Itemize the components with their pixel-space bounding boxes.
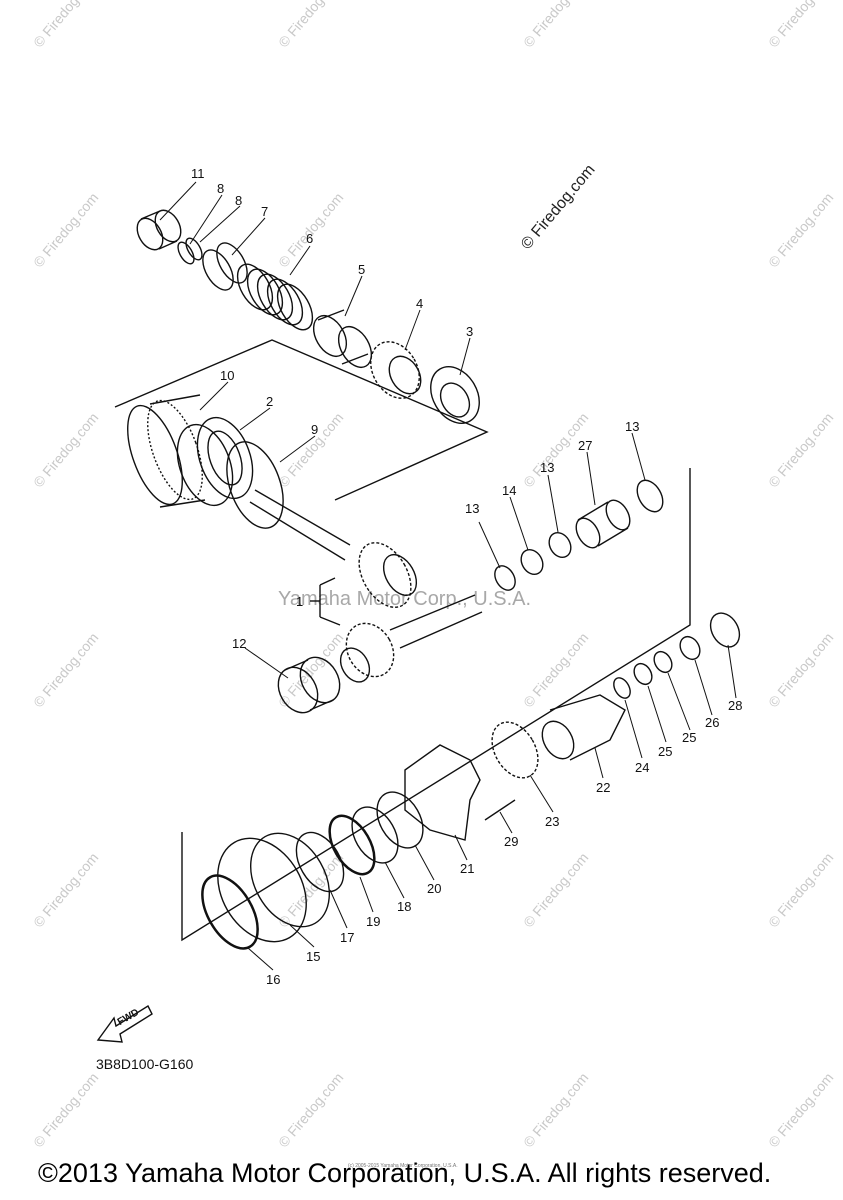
part-25-washer [633, 662, 653, 686]
part-14-spacer [520, 548, 544, 576]
part-8-circlip [177, 241, 195, 265]
part-label: 3 [466, 324, 474, 339]
part-29-bolt [484, 799, 516, 821]
part-10-clutch-drum [127, 394, 206, 508]
part-label: 16 [266, 972, 281, 987]
part-label: 8 [235, 193, 243, 208]
part-26-washer [679, 635, 701, 661]
diagram-code: 3B8D100-G160 [96, 1056, 194, 1072]
part-1-pinion-shaft [339, 594, 483, 683]
part-label: 25 [682, 730, 697, 745]
copyright-footer: ©2013 Yamaha Motor Corporation, U.S.A. A… [38, 1158, 772, 1188]
part-label: 19 [366, 914, 381, 929]
part-label: 26 [705, 715, 720, 730]
part-label: 12 [232, 636, 247, 651]
part-label: 13 [625, 419, 640, 434]
part-label: 28 [728, 698, 743, 713]
part-8-circlip [185, 237, 203, 261]
part-12-bearing [277, 656, 341, 714]
part-label: 24 [635, 760, 650, 775]
part-label: 9 [311, 422, 319, 437]
part-label: 25 [658, 744, 673, 759]
part-label: 11 [191, 166, 205, 181]
part-27-collar [575, 499, 631, 549]
part-20-bearing [376, 791, 424, 849]
part-label: 2 [266, 394, 274, 409]
part-label: 4 [416, 296, 424, 311]
part-label: 5 [358, 262, 366, 277]
part-11-needle-bearing [136, 209, 182, 251]
part-4-gear [370, 341, 422, 399]
part-label: 23 [545, 814, 560, 829]
part-13-shim [494, 565, 516, 591]
part-13-shim [548, 531, 572, 559]
part-3-nut [430, 366, 480, 424]
lower-group-outline [181, 468, 691, 942]
part-label: 17 [340, 930, 355, 945]
part-22-yoke [541, 694, 626, 761]
leader-lines [159, 181, 737, 971]
part-19-oring [328, 814, 376, 876]
part-28-nut [709, 612, 741, 648]
part-label: 13 [540, 460, 555, 475]
part-9-oring [226, 441, 284, 529]
part-label: 6 [306, 231, 314, 246]
part-label: 10 [220, 368, 235, 383]
part-label: 1 [296, 594, 304, 609]
part-label: 14 [502, 483, 517, 498]
part-1-drive-shaft [249, 489, 418, 608]
part-16-oring [201, 874, 259, 950]
part-7-collar [202, 242, 248, 291]
part-label: 22 [596, 780, 611, 795]
part-13-shim [636, 479, 664, 513]
part-label: 18 [397, 899, 412, 914]
upper-group-outline [114, 339, 489, 501]
part-label: 29 [504, 834, 519, 849]
part-label: 21 [460, 861, 475, 876]
part-15-housing [217, 832, 330, 943]
part-24-oring [613, 677, 631, 699]
part-label: 7 [261, 204, 269, 219]
part-21-plate [404, 744, 481, 841]
part-label: 15 [306, 949, 321, 964]
part-18-collar [351, 806, 399, 864]
part-6-spring [236, 263, 314, 331]
fwd-arrow-icon [96, 1004, 153, 1043]
part-label: 27 [578, 438, 593, 453]
part-23-gear [491, 721, 539, 779]
part-25-washer [653, 650, 673, 674]
center-watermark: Yamaha Motor Corp., U.S.A. [278, 588, 532, 610]
part-label: 8 [217, 181, 225, 196]
part-17-bearing [295, 831, 345, 893]
part-label: 13 [465, 501, 480, 516]
tiny-copyright: (c) 2005-2015 Yamaha Motor Corporation, … [348, 1163, 458, 1169]
part-5-cam-sleeve [312, 309, 373, 368]
part-label: 20 [427, 881, 442, 896]
